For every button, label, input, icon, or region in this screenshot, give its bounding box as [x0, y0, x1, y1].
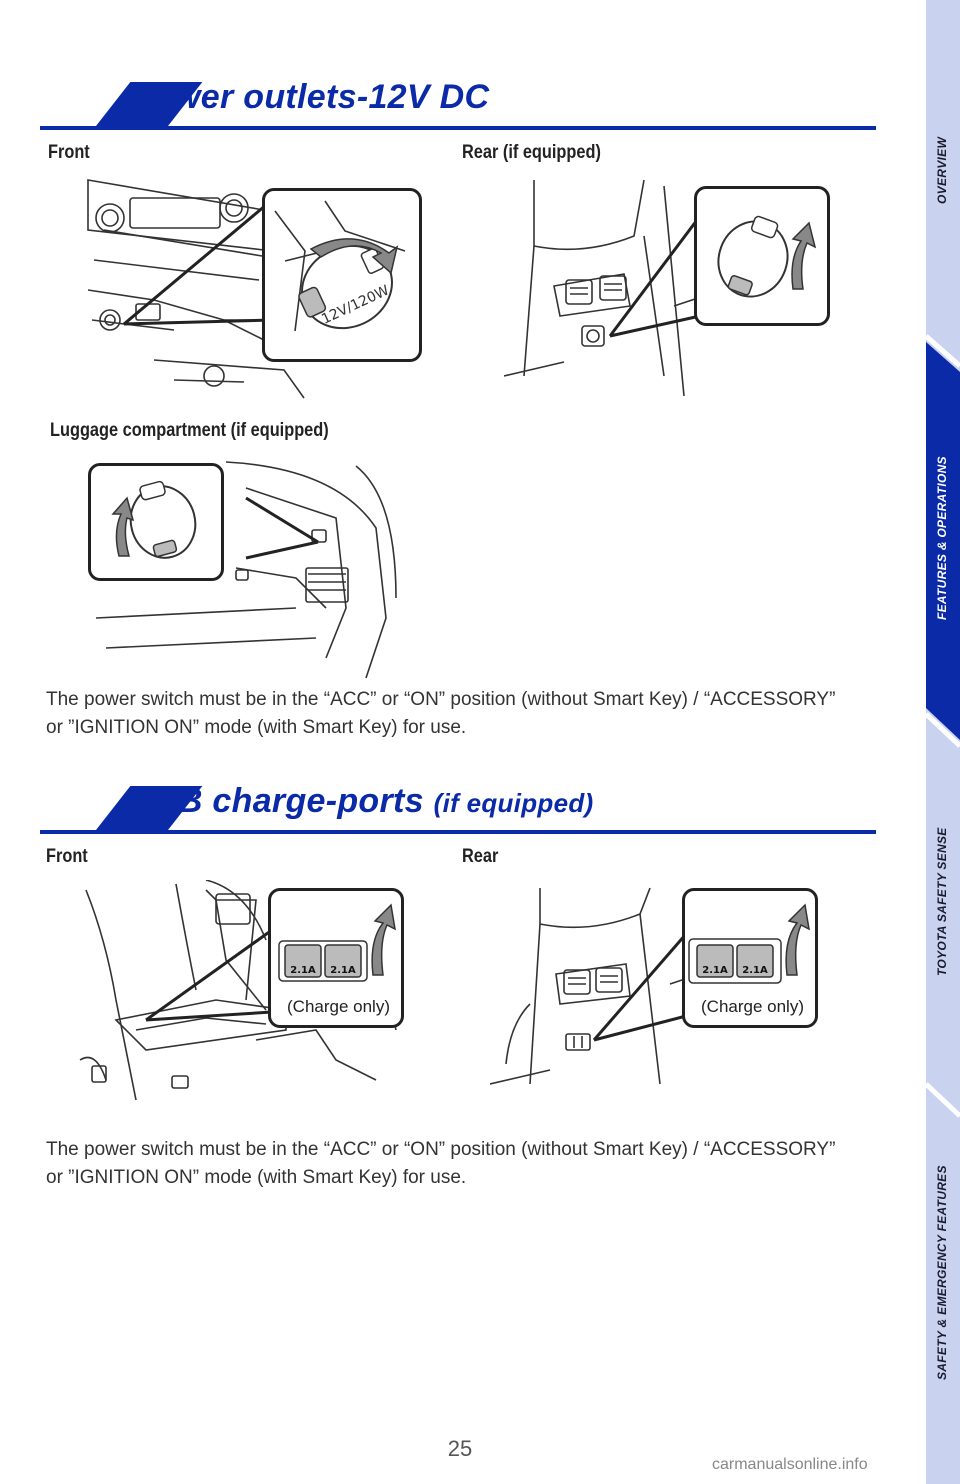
luggage-outlet-illustration: [96, 461, 397, 679]
page-number: 25: [447, 1436, 473, 1461]
rear-usb-callout: 2.1A 2.1A (Charge only): [682, 888, 818, 1028]
section-title: Power outlets-12V DC: [130, 78, 490, 116]
rear-outlet-callout: [694, 186, 830, 326]
usb-port-instructions: The power switch must be in the “ACC” or…: [46, 1139, 836, 1188]
lift-arrow-icon: [371, 903, 396, 976]
label-rear-outlet: Rear (if equipped): [462, 142, 601, 163]
side-tab-safety-emergency[interactable]: SAFETY & EMERGENCY FEATURES: [935, 1165, 949, 1380]
lift-arrow-icon: [785, 903, 810, 976]
side-tab-toyota-safety-sense[interactable]: TOYOTA SAFETY SENSE: [935, 827, 949, 976]
luggage-outlet-callout: [88, 463, 224, 581]
charge-only-label: (Charge only): [701, 997, 804, 1016]
label-luggage-outlet: Luggage compartment (if equipped): [50, 420, 329, 441]
port-rating-text: 2.1A: [290, 965, 316, 976]
power-outlet-instructions: The power switch must be in the “ACC” or…: [46, 689, 836, 738]
watermark: carmanualsonline.info: [712, 1456, 868, 1473]
outlet-cap-icon: [717, 215, 817, 298]
outlet-cap-icon: 12V/120W: [274, 200, 406, 332]
outlet-cap-icon: [111, 480, 197, 559]
side-tab-overview[interactable]: OVERVIEW: [935, 136, 949, 204]
rotate-arrow-icon: [791, 221, 817, 290]
rear-usb-illustration: [490, 887, 701, 1085]
front-outlet-callout: 12V/120W: [262, 188, 422, 362]
rotate-arrow-icon: [111, 496, 135, 557]
label-rear-usb: Rear: [462, 846, 499, 867]
header-rule: [40, 830, 876, 834]
port-rating-text: 2.1A: [330, 965, 356, 976]
header-rule: [40, 126, 876, 130]
section-sidebar: OVERVIEW FEATURES & OPERATIONS TOYOTA SA…: [926, 0, 960, 1484]
label-front-usb: Front: [46, 846, 88, 867]
usb-ports-icon: 2.1A 2.1A: [688, 903, 810, 984]
port-rating-text: 2.1A: [742, 965, 768, 976]
rotate-arrow-icon: [309, 238, 399, 275]
front-outlet-illustration: [87, 179, 315, 399]
rear-outlet-illustration: [504, 179, 704, 396]
section-header-power-outlets: Power outlets-12V DC: [40, 78, 876, 138]
port-rating-text: 2.1A: [702, 965, 728, 976]
front-usb-callout: 2.1A 2.1A (Charge only): [268, 888, 404, 1028]
side-tab-features-operations[interactable]: FEATURES & OPERATIONS: [935, 456, 949, 620]
section-title: USB charge-ports (if equipped): [130, 782, 594, 820]
usb-ports-icon: 2.1A 2.1A: [278, 903, 396, 982]
section-header-usb-ports: USB charge-ports (if equipped): [40, 782, 876, 842]
sidebar-tab-shapes: [926, 0, 960, 1484]
label-front-outlet: Front: [48, 142, 90, 163]
charge-only-label: (Charge only): [287, 997, 390, 1016]
